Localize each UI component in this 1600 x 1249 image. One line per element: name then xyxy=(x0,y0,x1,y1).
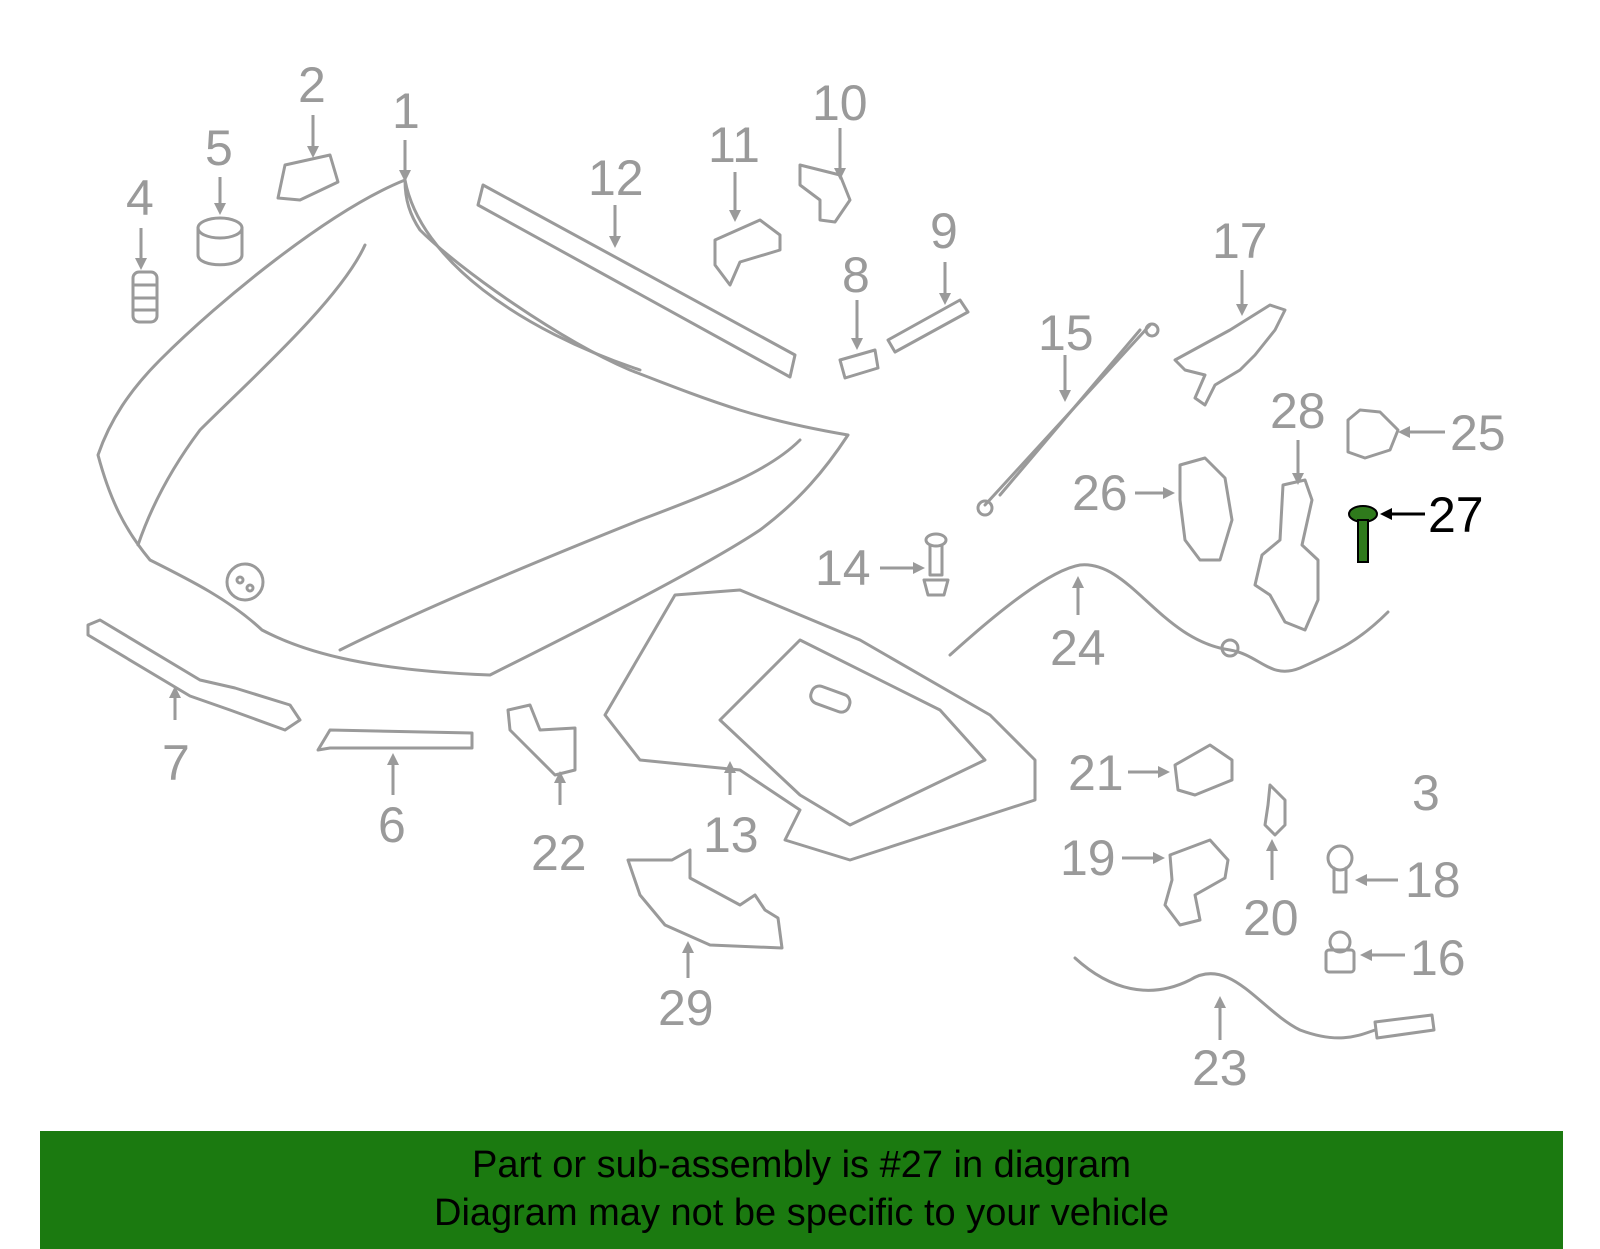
callout-21: 21 xyxy=(1068,745,1124,801)
bracket-11-part xyxy=(713,218,782,287)
nut-16-part xyxy=(1324,930,1356,974)
buffer-4-part xyxy=(131,270,159,324)
clip-25-part xyxy=(1346,408,1400,460)
cable-24-part xyxy=(948,563,1390,673)
cable-23-part xyxy=(1073,956,1436,1040)
hinge-17-part xyxy=(1173,303,1287,407)
callout-22: 22 xyxy=(531,825,587,881)
callout-20: 20 xyxy=(1243,890,1299,946)
insulation-13-part xyxy=(603,588,1037,862)
seal-6-part xyxy=(316,728,474,752)
callout-29: 29 xyxy=(658,980,714,1036)
callout-25: 25 xyxy=(1450,405,1506,461)
bracket-10-part xyxy=(798,163,852,224)
trim-9-part xyxy=(886,298,970,354)
callout-28: 28 xyxy=(1270,383,1326,439)
callout-13: 13 xyxy=(703,807,759,863)
clip-14-part xyxy=(922,532,950,597)
info-banner: Part or sub-assembly is #27 in diagram D… xyxy=(40,1131,1563,1249)
hood-part xyxy=(96,178,850,677)
bracket-28-part xyxy=(1253,478,1320,632)
callout-24: 24 xyxy=(1050,620,1106,676)
bumper-5-part xyxy=(196,216,244,267)
callout-27: 27 xyxy=(1428,487,1484,543)
clip-20-part xyxy=(1263,783,1287,837)
grille-29-part xyxy=(626,848,784,950)
callout-23: 23 xyxy=(1192,1040,1248,1096)
callout-17: 17 xyxy=(1212,213,1268,269)
screw-27-part xyxy=(1348,505,1378,563)
callout-1: 1 xyxy=(392,83,420,139)
trim-8-part xyxy=(838,348,880,380)
callout-4: 4 xyxy=(126,170,154,226)
callout-19: 19 xyxy=(1060,830,1116,886)
banner-part-line: Part or sub-assembly is #27 in diagram xyxy=(472,1144,1131,1186)
callout-3: 3 xyxy=(1412,765,1440,821)
bracket-21-part xyxy=(1173,743,1234,797)
callout-10: 10 xyxy=(812,75,868,131)
gas-strut-15-part xyxy=(976,322,1160,517)
callout-16: 16 xyxy=(1410,930,1466,986)
callout-6: 6 xyxy=(378,797,406,853)
callout-15: 15 xyxy=(1038,305,1094,361)
callout-7: 7 xyxy=(162,735,190,791)
latch-19-part xyxy=(1163,838,1230,927)
callout-14: 14 xyxy=(815,540,871,596)
bracket-26-part xyxy=(1178,456,1234,562)
callout-18: 18 xyxy=(1405,852,1461,908)
strip-12-part xyxy=(476,183,797,379)
callout-11: 11 xyxy=(708,117,760,173)
leader-arrows xyxy=(135,115,1445,1040)
seal-7-part xyxy=(86,618,302,732)
bolt-18-part xyxy=(1326,844,1354,894)
callout-2: 2 xyxy=(298,57,326,113)
bracket-22-part xyxy=(506,703,577,777)
callout-5: 5 xyxy=(205,120,233,176)
callout-labels: 1 2 3 4 5 6 7 8 9 10 11 12 13 14 15 16 1… xyxy=(126,57,1506,1096)
callout-9: 9 xyxy=(930,203,958,259)
banner-disclaimer-line: Diagram may not be specific to your vehi… xyxy=(434,1192,1169,1234)
callout-8: 8 xyxy=(842,247,870,303)
callout-26: 26 xyxy=(1072,465,1128,521)
bracket-2-part xyxy=(276,153,340,202)
callout-12: 12 xyxy=(588,150,644,206)
